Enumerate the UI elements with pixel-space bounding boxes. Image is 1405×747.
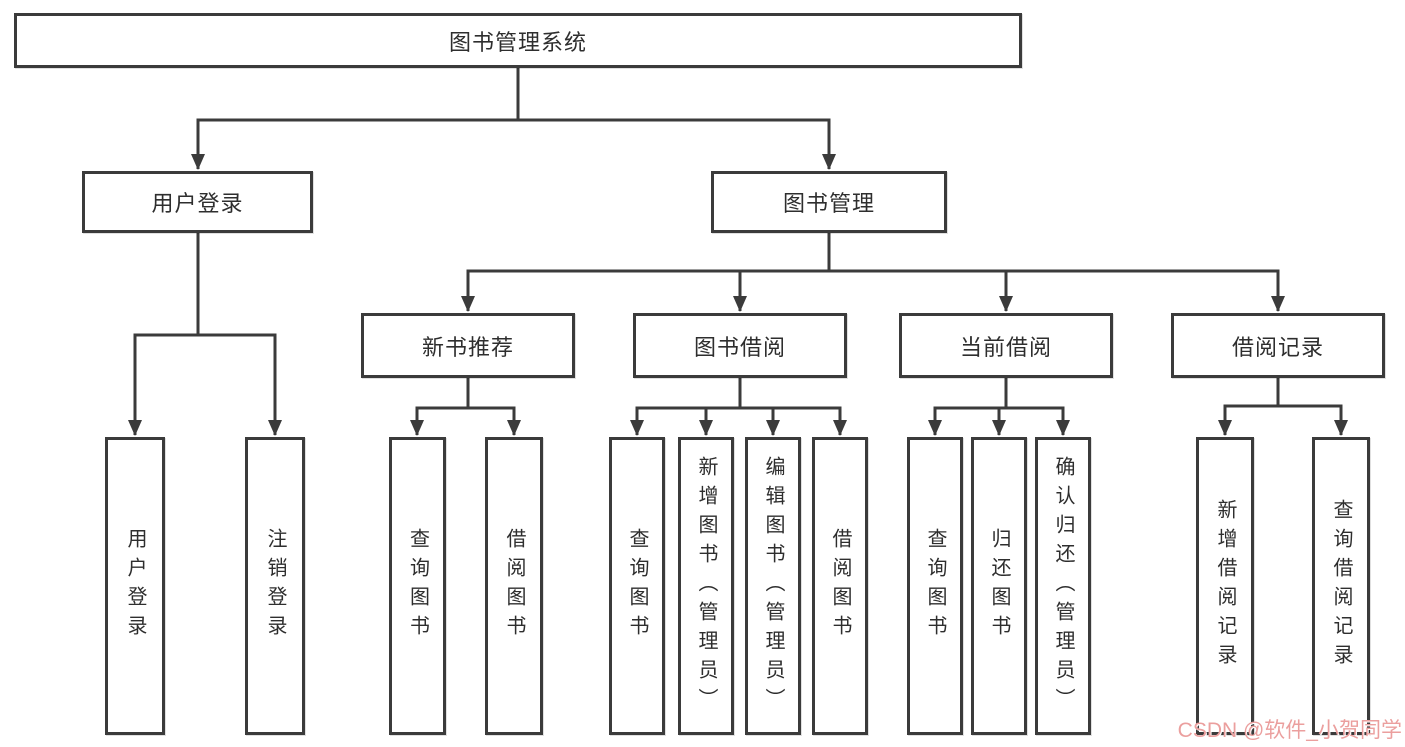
leaf-recommend-query-book: 查询图书 bbox=[389, 437, 446, 735]
csdn-watermark: CSDN @软件_小贺同学 bbox=[1177, 719, 1402, 742]
leaf-borrow-query-book: 查询图书 bbox=[609, 437, 665, 735]
leaf-recommend-borrow-book: 借阅图书 bbox=[485, 437, 543, 735]
leaf-borrow-book: 借阅图书 bbox=[812, 437, 868, 735]
leaf-return-book: 归还图书 bbox=[971, 437, 1027, 735]
node-new-book-recommend: 新书推荐 bbox=[361, 313, 575, 378]
leaf-add-book-admin: 新增图书（管理员） bbox=[678, 437, 734, 735]
leaf-edit-book-admin: 编辑图书（管理员） bbox=[745, 437, 801, 735]
leaf-query-borrow-record: 查询借阅记录 bbox=[1312, 437, 1370, 735]
leaf-logout: 注销登录 bbox=[245, 437, 305, 735]
leaf-confirm-return-admin: 确认归还（管理员） bbox=[1035, 437, 1091, 735]
node-book-borrow: 图书借阅 bbox=[633, 313, 847, 378]
node-user-login: 用户登录 bbox=[82, 171, 313, 233]
node-borrow-records: 借阅记录 bbox=[1171, 313, 1385, 378]
node-library-system: 图书管理系统 bbox=[14, 13, 1022, 68]
node-book-management: 图书管理 bbox=[711, 171, 947, 233]
leaf-add-borrow-record: 新增借阅记录 bbox=[1196, 437, 1254, 735]
leaf-current-query-book: 查询图书 bbox=[907, 437, 963, 735]
node-current-borrow: 当前借阅 bbox=[899, 313, 1113, 378]
leaf-user-login: 用户登录 bbox=[105, 437, 165, 735]
